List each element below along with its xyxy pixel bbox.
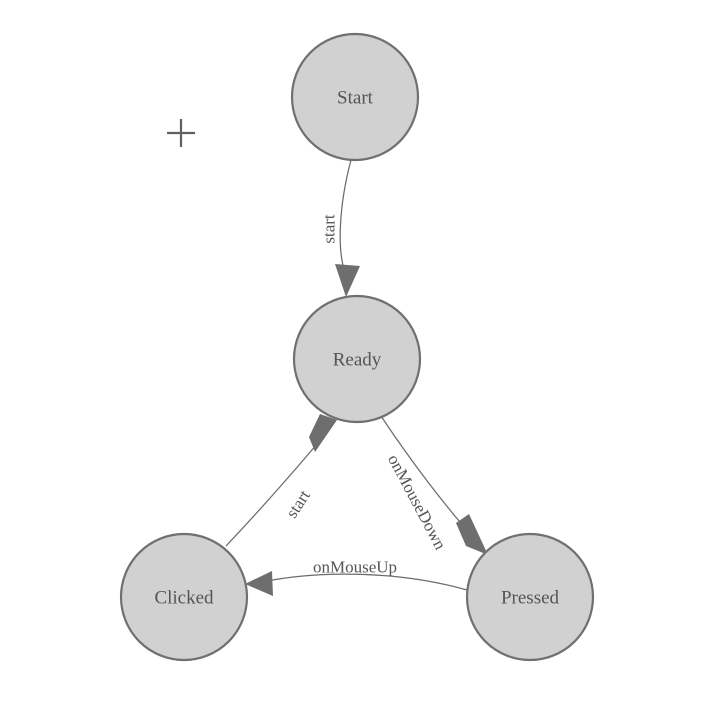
node-clicked-circle[interactable] (119, 532, 249, 662)
edge-clicked-to-ready[interactable]: start (225, 414, 337, 547)
node-pressed-label: Pressed (501, 588, 560, 609)
node-pressed-circle[interactable] (465, 532, 595, 662)
node-clicked-label: Clicked (154, 588, 214, 609)
edge-path-clicked-to-ready[interactable] (225, 437, 323, 547)
plus-icon[interactable] (167, 119, 195, 147)
edge-pressed-to-clicked[interactable]: onMouseUp (245, 558, 468, 597)
arrowhead-into-ready-lowerleft (309, 414, 337, 452)
arrowhead-into-ready-top (335, 264, 360, 297)
edge-ready-to-pressed[interactable]: onMouseDown (380, 415, 488, 555)
edge-path-start-to-ready[interactable] (339, 159, 352, 273)
node-clicked[interactable]: Clicked (119, 532, 249, 662)
edge-start-to-ready[interactable]: start (320, 159, 361, 297)
edge-label-pressed-to-clicked: onMouseUp (313, 558, 397, 577)
node-ready-circle[interactable] (292, 294, 422, 424)
arrowhead-into-clicked (245, 571, 273, 596)
node-pressed[interactable]: Pressed (465, 532, 595, 662)
node-ready[interactable]: Ready (292, 294, 422, 424)
node-start[interactable]: Start (290, 32, 420, 162)
edge-path-pressed-to-clicked[interactable] (261, 573, 468, 591)
node-start-label: Start (337, 88, 374, 109)
edge-label-start-to-ready: start (320, 214, 339, 244)
node-start-circle[interactable] (290, 32, 420, 162)
node-ready-label: Ready (333, 350, 382, 371)
edge-label-clicked-to-ready: start (282, 486, 314, 521)
arrowhead-into-pressed (456, 514, 488, 555)
edge-label-ready-to-pressed: onMouseDown (384, 451, 450, 553)
